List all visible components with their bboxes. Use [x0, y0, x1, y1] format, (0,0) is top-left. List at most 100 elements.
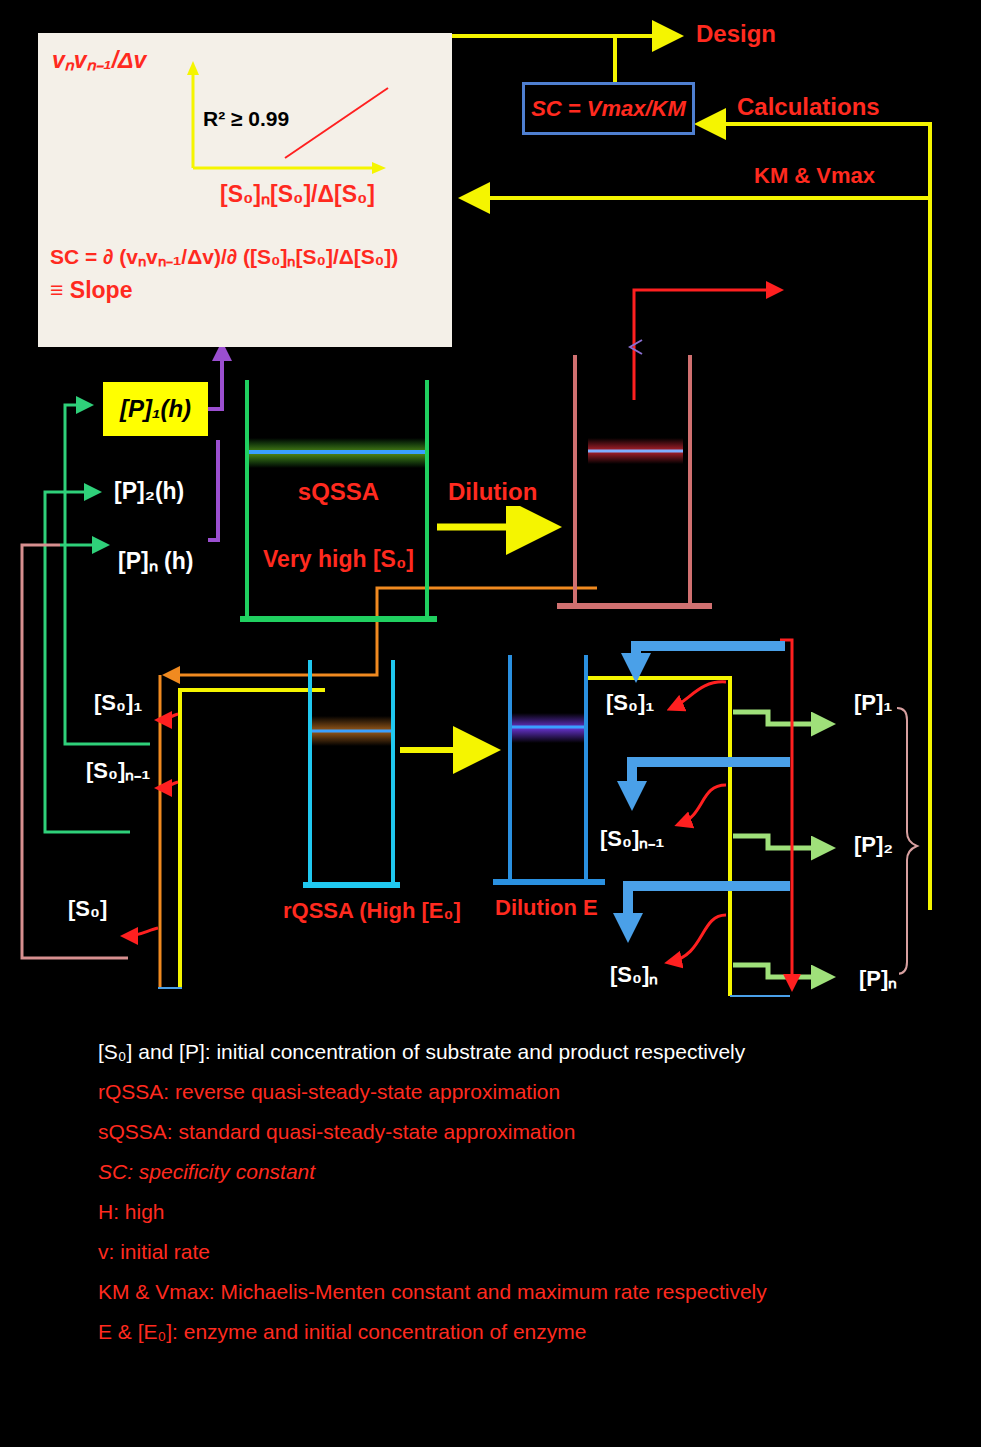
text-label: [P]₂: [852, 832, 895, 857]
highlight-box: [P]₁(h): [103, 382, 208, 436]
red-lines: [126, 290, 792, 986]
legend-note: v: initial rate: [96, 1240, 212, 1264]
drawing-stroke: [285, 88, 388, 158]
node-text: [P]₁(h): [103, 395, 208, 423]
drawing-stroke: [22, 545, 128, 958]
connector: [400, 747, 489, 753]
node-text: R² ≥ 0.99: [203, 107, 289, 131]
text-label: [P]₂(h): [112, 478, 186, 504]
blue-dilution-arrows: [628, 646, 790, 928]
shape-outline: [303, 660, 400, 888]
drawing-stroke: [730, 995, 790, 997]
drawing-stroke: [466, 196, 930, 200]
drawing-stroke: [680, 785, 726, 824]
drawing-stroke: [160, 782, 178, 788]
drawing-stroke: [493, 879, 605, 885]
drawing-stroke: [192, 67, 195, 168]
drawing-stroke: [628, 886, 790, 928]
drawing-stroke: [193, 167, 378, 170]
graph-panel: vₙvₙ₋₁/Δv R² ≥ 0.99 [S₀]ₙ[S₀]/Δ[S₀] SC = ∂ …: [38, 33, 452, 347]
pink-vessel: [557, 340, 712, 606]
vessel: Dilution E: [493, 655, 605, 885]
legend-note: E & [E₀]: enzyme and initial concentrati…: [96, 1320, 588, 1344]
drawing-stroke: [303, 882, 400, 888]
drawing-stroke: [65, 405, 150, 744]
drawing-stroke: [372, 162, 386, 174]
text-label: KM & Vmax: [752, 163, 877, 188]
text-label: [S₀]ₙ₋₁: [84, 758, 152, 783]
drawing-stroke: [158, 987, 182, 989]
drawing-stroke: [310, 660, 393, 884]
text-label: Dilution: [446, 478, 539, 506]
node-text: SC = ∂ (vₙvₙ₋₁/Δv)/∂ ([S₀]ₙ[S₀]/Δ[S₀]): [50, 245, 445, 269]
drawing-stroke: [512, 726, 584, 729]
shape-outline: [493, 655, 605, 885]
drawing-stroke: [630, 340, 642, 354]
drawing-stroke: [780, 640, 792, 986]
text-label: [S₀]ₙ₋₁: [598, 826, 666, 851]
drawing-stroke: [733, 965, 826, 977]
drawing-stroke: [60, 544, 104, 547]
text-label: [P]₁: [852, 690, 894, 715]
drawing-stroke: [897, 708, 917, 974]
drawing-stroke: [672, 682, 726, 708]
drawing-stroke: [585, 678, 730, 996]
drawing-stroke: [249, 438, 427, 468]
drawing-stroke: [632, 762, 790, 796]
node-text: sQSSA: [240, 478, 437, 506]
drawing-stroke: [512, 713, 584, 743]
drawing-stroke: [126, 928, 158, 936]
drawing-stroke: [557, 603, 712, 609]
formula-box: SC = Vmax/KM: [522, 82, 695, 135]
drawing-stroke: [733, 836, 826, 848]
drawing-stroke: [168, 588, 597, 675]
text-label: [S₀]₁: [604, 690, 656, 715]
drawing-stroke: [588, 438, 683, 464]
text-label: [S₀]ₙ: [608, 962, 660, 987]
connector: [208, 349, 222, 409]
node-text: Dilution E: [495, 895, 598, 920]
legend-note: sQSSA: standard quasi-steady-state appro…: [96, 1120, 577, 1144]
node-text: SC = Vmax/KM: [525, 96, 692, 121]
text-label: Calculations: [735, 93, 882, 121]
drawing-stroke: [670, 915, 726, 962]
connector: [452, 36, 615, 82]
node-text: [S₀]ₙ[S₀]/Δ[S₀]: [220, 181, 375, 207]
drawing-stroke: [437, 524, 548, 531]
text-label: [P]ₙ: [857, 966, 899, 991]
drawing-stroke: [180, 690, 325, 988]
drawing-stroke: [312, 730, 391, 733]
text-label: [S₀]: [66, 896, 109, 921]
drawing-stroke: [588, 450, 683, 453]
drawing-stroke: [733, 712, 826, 724]
drawing-stroke: [510, 655, 586, 881]
vessel: sQSSA Very high [S₀]: [240, 380, 437, 622]
drawing-stroke: [240, 616, 437, 622]
purple-bracket: [208, 440, 218, 540]
node-text: rQSSA (High [E₀]: [283, 898, 461, 923]
green-product-arrows: [22, 405, 917, 977]
text-label: [P]ₙ (h): [116, 548, 195, 574]
text-label: Design: [694, 20, 778, 48]
drawing-stroke: [312, 716, 391, 746]
node-text: ≡ Slope: [50, 277, 132, 303]
text-label: [S₀]₁: [92, 690, 144, 715]
drawing-stroke: [702, 124, 930, 910]
legend-note: rQSSA: reverse quasi-steady-state approx…: [96, 1080, 562, 1104]
vessel: rQSSA (High [E₀]: [303, 660, 400, 888]
drawing-stroke: [615, 34, 676, 38]
node-text: vₙvₙ₋₁/Δv: [52, 47, 146, 73]
drawing-stroke: [575, 355, 690, 605]
legend-note: H: high: [96, 1200, 167, 1224]
legend-note: [S₀] and [P]: initial concentration of s…: [96, 1040, 747, 1064]
drawing-stroke: [187, 61, 199, 75]
node-text: Very high [S₀]: [240, 546, 437, 572]
drawing-stroke: [636, 646, 785, 668]
orange-lines: [158, 588, 790, 996]
drawing-stroke: [634, 290, 778, 400]
drawing-stroke: [159, 675, 162, 988]
drawing-stroke: [249, 450, 427, 454]
legend-note: SC: specificity constant: [96, 1160, 317, 1184]
legend-note: KM & Vmax: Michaelis-Menten constant and…: [96, 1280, 769, 1304]
